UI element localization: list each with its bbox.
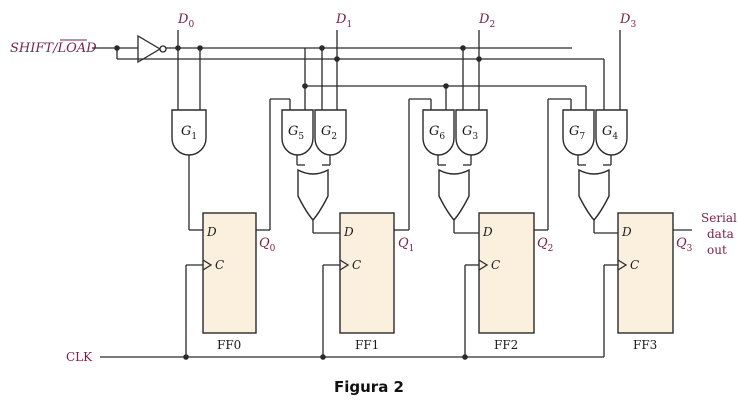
svg-text:D: D	[621, 225, 632, 239]
label-ff2: FF2	[494, 338, 518, 352]
gate-g3: G3	[455, 109, 488, 156]
label-ff0: FF0	[217, 338, 241, 352]
gate-g5: G5	[281, 109, 314, 156]
svg-text:C: C	[491, 258, 500, 272]
label-ff1: FF1	[355, 338, 379, 352]
gate-g4: G4	[595, 109, 628, 156]
control-wiring	[92, 34, 604, 110]
svg-text:D: D	[343, 225, 354, 239]
label-d3: D3	[619, 12, 636, 30]
label-d1: D1	[335, 12, 352, 30]
flipflop-ff3: D C FF3	[617, 212, 674, 352]
svg-text:G6: G6	[429, 124, 445, 142]
flipflop-ff2: D C FF2	[478, 212, 535, 352]
data-input-labels: D0 D1 D2 D3	[177, 12, 636, 30]
svg-text:C: C	[630, 258, 639, 272]
svg-text:D: D	[206, 225, 217, 239]
svg-text:G3: G3	[462, 124, 478, 142]
label-ff3: FF3	[633, 338, 657, 352]
feedback-q0	[256, 98, 291, 231]
flipflop-ff1: D C FF1	[339, 212, 395, 352]
svg-text:G4: G4	[602, 124, 618, 142]
svg-text:data: data	[707, 227, 734, 241]
or-gate-3	[577, 155, 618, 234]
or-gate-1	[296, 155, 340, 234]
gate-g6: G6	[422, 109, 455, 156]
label-clk: CLK	[66, 350, 93, 364]
svg-text:Serial: Serial	[701, 211, 737, 225]
svg-text:C: C	[352, 258, 361, 272]
q-output-labels: Q0 Q1 Q2 Q3	[259, 236, 693, 254]
feedback-q2	[534, 98, 572, 231]
figure-caption: Figura 2	[334, 378, 404, 396]
serial-data-out-label: Serial data out	[701, 211, 737, 257]
label-d2: D2	[478, 12, 495, 30]
label-q1: Q1	[398, 236, 414, 254]
inverter	[137, 34, 162, 64]
svg-text:G5: G5	[288, 124, 304, 142]
gate-g1: G1	[171, 109, 207, 231]
junction-dots	[114, 45, 482, 360]
gate-g2: G2	[314, 109, 347, 156]
clock-wiring: CLK	[66, 264, 618, 364]
svg-text:C: C	[215, 258, 224, 272]
svg-text:G7: G7	[569, 124, 585, 142]
svg-text:D: D	[482, 225, 493, 239]
label-d0: D0	[177, 12, 194, 30]
data-input-wires	[177, 30, 621, 110]
label-q3: Q3	[676, 236, 693, 254]
svg-text:out: out	[707, 243, 727, 257]
svg-text:G1: G1	[181, 124, 197, 142]
or-gate-2	[437, 155, 479, 234]
flipflop-ff0: D C FF0	[202, 212, 257, 352]
svg-text:G2: G2	[321, 124, 337, 142]
label-q2: Q2	[537, 236, 553, 254]
feedback-q1	[394, 98, 432, 231]
label-shift-load: SHIFT/LOAD	[10, 41, 97, 56]
label-q0: Q0	[259, 236, 276, 254]
gate-g7: G7	[562, 109, 595, 156]
